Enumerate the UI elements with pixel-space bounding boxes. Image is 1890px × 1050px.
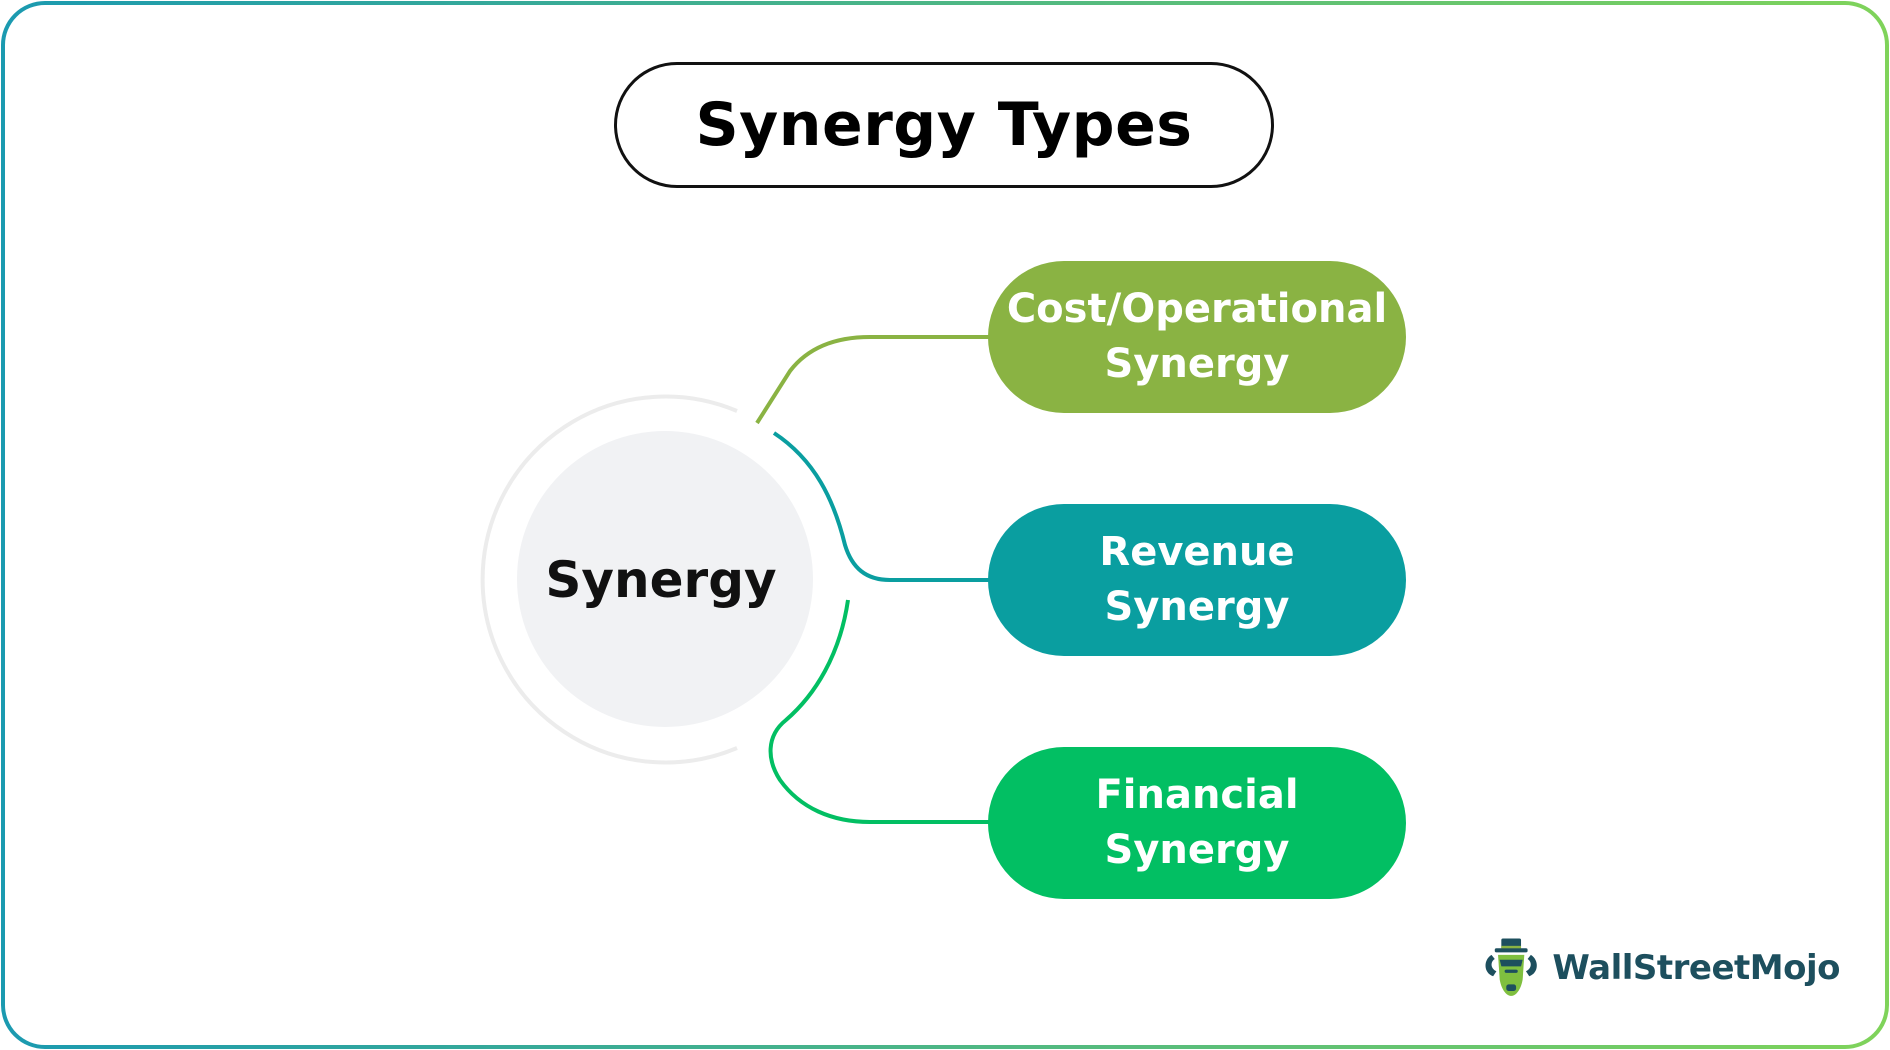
brand-logo: WallStreetMojo — [1480, 930, 1840, 1006]
brand-name: WallStreetMojo — [1552, 948, 1840, 988]
branch-label-line1: Cost/Operational — [1006, 286, 1388, 332]
branch-revenue-synergy: Revenue Synergy — [988, 504, 1406, 656]
title-pill: Synergy Types — [614, 62, 1274, 188]
center-node-label: Synergy — [545, 551, 777, 609]
connector-cost-operational — [755, 335, 990, 425]
branch-label-line1: Financial — [1095, 772, 1299, 818]
branch-label-line2: Synergy — [1104, 827, 1290, 873]
connector-revenue — [772, 431, 990, 582]
branch-financial-synergy: Financial Synergy — [988, 747, 1406, 899]
bull-mascot-icon — [1485, 938, 1537, 996]
center-outer-ring — [480, 394, 738, 765]
page-title: Synergy Types — [695, 90, 1193, 160]
branch-label-line2: Synergy — [1104, 341, 1290, 387]
branch-label-line2: Synergy — [1104, 584, 1290, 630]
connector-financial — [768, 599, 990, 824]
branch-label-line1: Revenue — [1099, 529, 1295, 575]
branch-cost-operational-synergy: Cost/Operational Synergy — [988, 261, 1406, 413]
center-node-circle — [517, 431, 813, 727]
